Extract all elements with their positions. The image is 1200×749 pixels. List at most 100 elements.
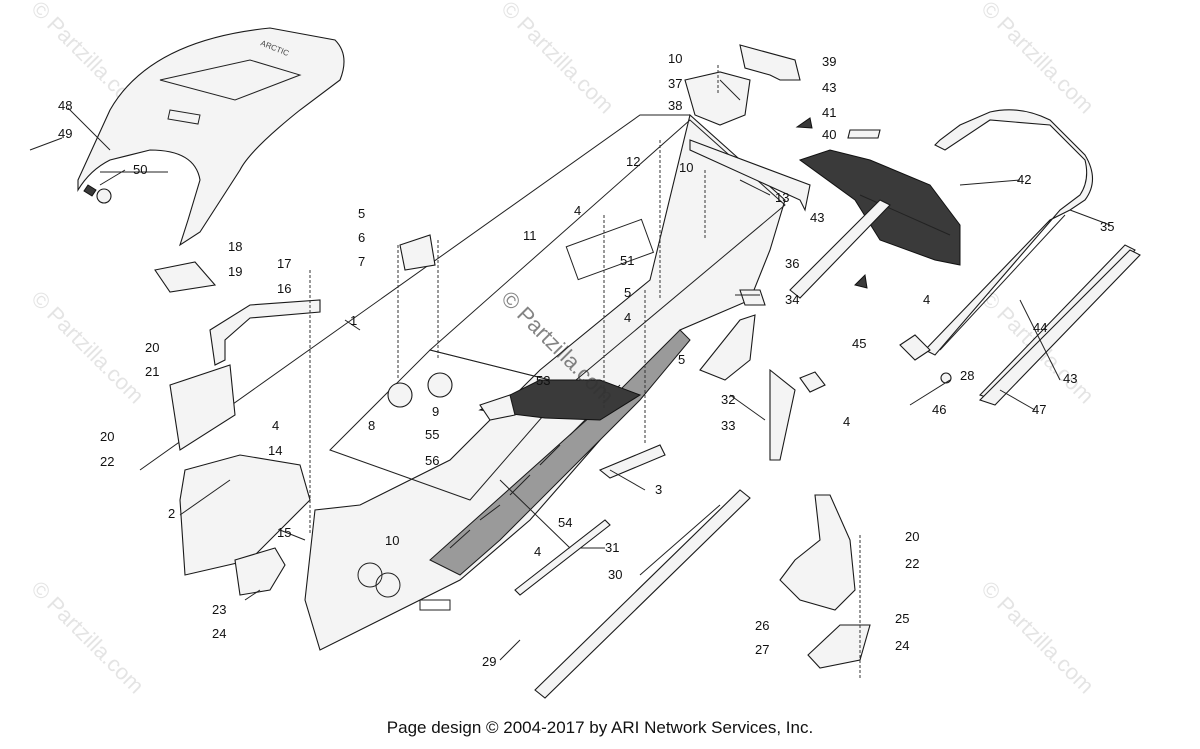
- callout-54: 54: [558, 515, 572, 530]
- callout-43: 43: [810, 210, 824, 225]
- callout-42: 42: [1017, 172, 1031, 187]
- callout-2: 2: [168, 506, 175, 521]
- callout-5: 5: [624, 285, 631, 300]
- callout-32: 32: [721, 392, 735, 407]
- callout-45: 45: [852, 336, 866, 351]
- callout-27: 27: [755, 642, 769, 657]
- bracket-38-part: [684, 71, 751, 126]
- bracket-7-part: [399, 234, 436, 271]
- watermark: © Partzilla.com: [976, 576, 1099, 699]
- bumper-part: [799, 371, 826, 393]
- callout-12: 12: [626, 154, 640, 169]
- callout-56: 56: [425, 453, 439, 468]
- bracket-45-part: [899, 334, 931, 361]
- callout-47: 47: [1032, 402, 1046, 417]
- callout-19: 19: [228, 264, 242, 279]
- callout-51: 51: [620, 253, 634, 268]
- seat-bolt-part: [83, 184, 97, 197]
- seat-part: ARCTIC: [77, 27, 345, 247]
- tunnel-brace-part: [478, 379, 642, 421]
- watermark: © Partzilla.com: [26, 286, 149, 409]
- callout-7: 7: [358, 254, 365, 269]
- watermark: © Partzilla.com: [496, 0, 619, 118]
- bracket-32-part: [699, 314, 756, 381]
- callout-20: 20: [145, 340, 159, 355]
- bracket-34-part: [739, 289, 766, 306]
- callout-8: 8: [368, 418, 375, 433]
- leader-lines: [29, 79, 1111, 661]
- callout-4: 4: [843, 414, 850, 429]
- callout-4: 4: [574, 203, 581, 218]
- callout-21: 21: [145, 364, 159, 379]
- callout-17: 17: [277, 256, 291, 271]
- grommet-46-part: [940, 372, 952, 384]
- callout-18: 18: [228, 239, 242, 254]
- callout-5: 5: [678, 352, 685, 367]
- callout-28: 28: [960, 368, 974, 383]
- rear-reflector-part: [847, 129, 881, 139]
- callout-44: 44: [1033, 320, 1047, 335]
- callout-30: 30: [608, 567, 622, 582]
- callout-6: 6: [358, 230, 365, 245]
- callout-34: 34: [785, 292, 799, 307]
- callout-26: 26: [755, 618, 769, 633]
- callout-10: 10: [385, 533, 399, 548]
- callout-16: 16: [277, 281, 291, 296]
- callout-40: 40: [822, 127, 836, 142]
- callouts: 48 49 50 18 19 17 16 1 20 21 20 22 4 14 …: [58, 51, 1114, 669]
- plate-13-part: [689, 139, 811, 212]
- footrest-27-part: [807, 624, 871, 669]
- bracket-21-part: [169, 364, 236, 451]
- watermark: © Partzilla.com: [26, 576, 149, 699]
- callout-23: 23: [212, 602, 226, 617]
- plug-9-part: [427, 372, 453, 398]
- callout-4: 4: [534, 544, 541, 559]
- callout-13: 13: [775, 190, 789, 205]
- page-footer: Page design © 2004-2017 by ARI Network S…: [386, 718, 814, 737]
- callout-11: 11: [523, 228, 537, 243]
- callout-24: 24: [212, 626, 226, 641]
- callout-37: 37: [668, 76, 682, 91]
- plate-3-part: [598, 444, 666, 479]
- callout-9: 9: [432, 404, 439, 419]
- callout-31: 31: [605, 540, 619, 555]
- callout-22: 22: [905, 556, 919, 571]
- flap-bracket-part: [789, 199, 891, 299]
- callout-29: 29: [482, 654, 496, 669]
- callout-33: 33: [721, 418, 735, 433]
- callout-39: 39: [822, 54, 836, 69]
- callout-41: 41: [822, 105, 836, 120]
- callout-48: 48: [58, 98, 72, 113]
- callout-50: 50: [133, 162, 147, 177]
- plug-8-part: [387, 382, 413, 408]
- callout-20: 20: [905, 529, 919, 544]
- callout-15: 15: [277, 525, 291, 540]
- callout-53: 53: [536, 373, 550, 388]
- rod-31-part: [514, 519, 611, 596]
- watermark: © Partzilla.com: [976, 0, 1099, 118]
- bracket-16-part: [209, 299, 321, 366]
- callout-10: 10: [668, 51, 682, 66]
- chain-33-part: [769, 368, 796, 461]
- callout-5: 5: [358, 206, 365, 221]
- callout-10: 10: [679, 160, 693, 175]
- plate-18-part: [154, 261, 217, 293]
- callout-38: 38: [668, 98, 682, 113]
- callout-4: 4: [624, 310, 631, 325]
- reflector-part: [795, 117, 813, 129]
- callout-4: 4: [923, 292, 930, 307]
- callout-49: 49: [58, 126, 72, 141]
- callout-20: 20: [100, 429, 114, 444]
- callout-22: 22: [100, 454, 114, 469]
- reflector-part: [854, 273, 868, 289]
- rear-bumper-part: [924, 109, 1094, 356]
- footrest-23-part: [234, 547, 286, 596]
- callout-3: 3: [655, 482, 662, 497]
- bracket-53-part: [479, 394, 516, 421]
- callout-43: 43: [1063, 371, 1077, 386]
- tunnel-outline: [139, 114, 690, 471]
- rod-30-part: [534, 489, 751, 699]
- callout-4: 4: [272, 418, 279, 433]
- callout-36: 36: [785, 256, 799, 271]
